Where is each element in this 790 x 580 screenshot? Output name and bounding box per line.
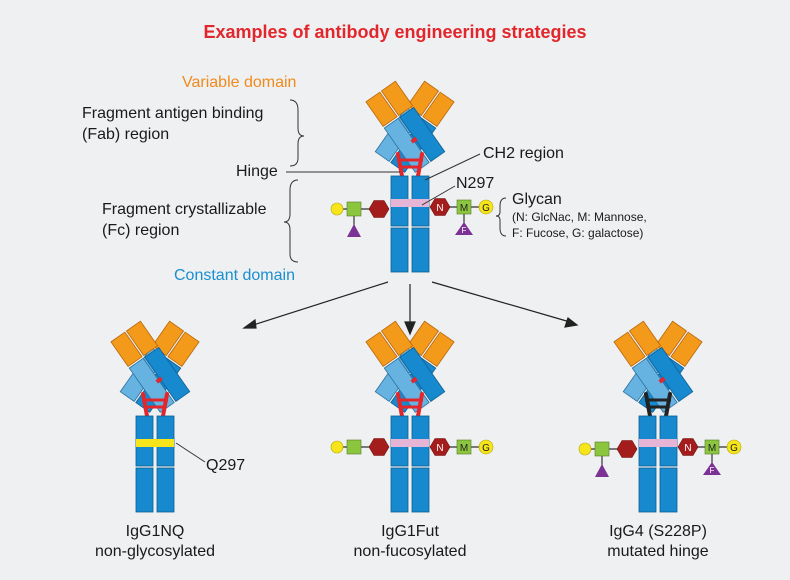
variant-1-desc: non-glycosylated [94, 543, 216, 560]
mannose-icon [456, 199, 472, 215]
sugar-letter-m: M [460, 203, 468, 214]
glcnac-icon [368, 200, 390, 218]
q297-mutation-band [136, 439, 174, 447]
glycan-label: Glycan [512, 191, 562, 208]
glycan-legend-line1: (N: GlcNac, M: Mannose, [512, 210, 647, 224]
arrows [242, 281, 579, 336]
fc-stem [390, 175, 430, 273]
fucose-icon [703, 462, 721, 475]
antibody-igg1-top [330, 81, 494, 273]
ch2-glycan-band [391, 199, 429, 207]
galactose-icon [578, 442, 592, 456]
sugar-letter-f: F [462, 226, 467, 235]
antibody-igg4 [578, 321, 742, 513]
sugar-letter-n: N [684, 443, 691, 454]
sugar-letter-f: F [710, 466, 715, 475]
ch2-label: CH2 region [483, 145, 564, 162]
mannose-icon [346, 201, 362, 217]
fc-label-line1: Fragment crystallizable [102, 201, 267, 218]
sugar-letter-m: M [708, 443, 716, 454]
hinge-label: Hinge [236, 163, 278, 180]
sugar-letter-g: G [482, 203, 490, 214]
annotation-lines [283, 99, 507, 263]
q297-leader [175, 442, 206, 463]
sugar-letter-g: G [730, 443, 738, 454]
sugar-letter-m: M [460, 443, 468, 454]
mannose-icon [594, 441, 610, 457]
variant-1-name: IgG1NQ [125, 523, 185, 540]
fc-label-line2: (Fc) region [102, 222, 180, 239]
sugar-letter-n: N [436, 203, 443, 214]
variant-3-name: IgG4 (S228P) [609, 523, 707, 540]
mannose-icon [456, 439, 472, 455]
fab-label-line2: (Fab) region [82, 126, 170, 143]
n297-label: N297 [456, 175, 495, 192]
constant-domain-label: Constant domain [174, 267, 295, 284]
q297-label: Q297 [206, 457, 246, 474]
variable-domain-label: Variable domain [182, 74, 297, 91]
sugar-letter-g: G [482, 443, 490, 454]
variant-2-name: IgG1Fut [381, 523, 439, 540]
fucose-icon [455, 222, 473, 235]
antibody-igg1nq [111, 321, 199, 513]
mannose-icon [704, 439, 720, 455]
glcnac-icon [368, 438, 390, 456]
galactose-icon [330, 202, 344, 216]
sugar-letter-n: N [436, 443, 443, 454]
variant-2-desc: non-fucosylated [353, 543, 467, 560]
glcnac-icon [616, 440, 638, 458]
galactose-icon [478, 439, 494, 455]
fucose-icon [347, 224, 361, 237]
galactose-icon [478, 199, 494, 215]
fab-label-line1: Fragment antigen binding [82, 105, 264, 122]
mannose-icon [346, 439, 362, 455]
galactose-icon [330, 440, 344, 454]
galactose-icon [726, 439, 742, 455]
glycan-legend-line2: F: Fucose, G: galactose) [512, 226, 644, 240]
page-title: Examples of antibody engineering strateg… [203, 22, 587, 42]
variant-3-desc: mutated hinge [607, 543, 709, 560]
fucose-icon [595, 464, 609, 477]
antibody-igg1fut [330, 321, 494, 513]
